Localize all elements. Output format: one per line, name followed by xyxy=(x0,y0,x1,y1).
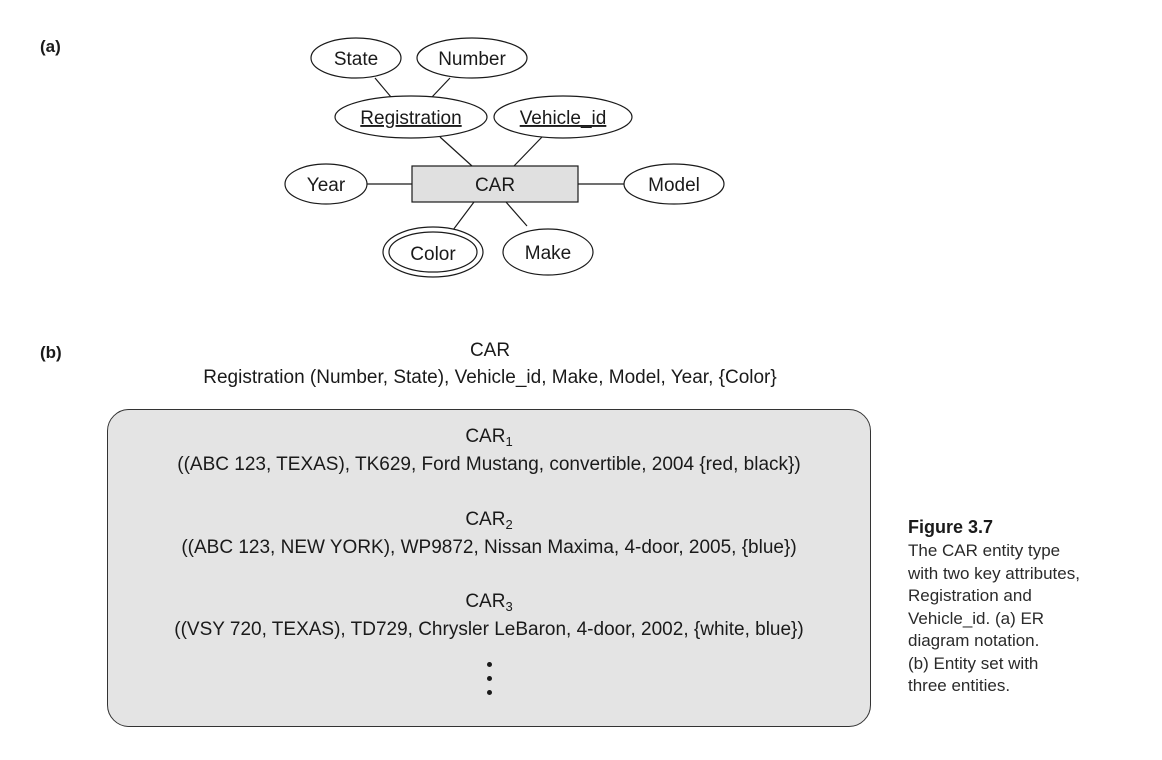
attr-model: Model xyxy=(623,163,725,205)
attr-number: Number xyxy=(416,37,528,79)
svg-text:Color: Color xyxy=(410,244,456,265)
part-b-label: (b) xyxy=(40,343,62,362)
make-to-car-line xyxy=(505,201,528,227)
entity-set-box: CAR1 ((ABC 123, TEXAS), TK629, Ford Must… xyxy=(107,409,871,727)
color-to-car-line xyxy=(452,201,475,231)
caption-line: (b) Entity set with xyxy=(908,653,1039,673)
state-to-registration-line xyxy=(374,77,392,98)
entity-3-name: CAR3 xyxy=(465,591,513,614)
svg-text:State: State xyxy=(334,49,378,70)
caption-line: Vehicle_id. (a) ER xyxy=(908,608,1045,628)
caption-line: with two key attributes, xyxy=(908,563,1080,583)
caption-line: The CAR entity type xyxy=(908,541,1061,560)
svg-text:Model: Model xyxy=(648,175,700,196)
attr-color-multivalued: Color xyxy=(382,226,484,278)
svg-text:Year: Year xyxy=(307,175,346,196)
caption-line: diagram notation. xyxy=(908,631,1040,650)
registration-to-car-line xyxy=(439,136,473,167)
svg-text:Make: Make xyxy=(525,243,571,264)
caption-text: The CAR entity type with two key attribu… xyxy=(908,540,1148,698)
entity-1-name: CAR1 xyxy=(465,426,513,449)
svg-text:CAR: CAR xyxy=(475,175,515,196)
schema-name: CAR xyxy=(469,340,511,361)
figure-caption: Figure 3.7 The CAR entity type with two … xyxy=(908,517,1148,698)
attr-registration-key: Registration xyxy=(334,95,488,139)
attr-make: Make xyxy=(502,228,594,276)
vehicle-id-to-car-line xyxy=(513,136,543,167)
caption-line: Registration and xyxy=(908,586,1032,605)
part-a-label: (a) xyxy=(40,37,61,56)
caption-line: three entities. xyxy=(908,676,1011,695)
svg-text:Vehicle_id: Vehicle_id xyxy=(520,108,607,129)
svg-text:Number: Number xyxy=(438,49,506,70)
more-entities-ellipsis xyxy=(108,662,870,704)
er-diagram: State Number Registration Vehicle_id Yea… xyxy=(284,37,725,278)
entity-1-values: ((ABC 123, TEXAS), TK629, Ford Mustang, … xyxy=(177,454,801,475)
entity-3-values: ((VSY 720, TEXAS), TD729, Chrysler LeBar… xyxy=(174,619,804,640)
entity-2-name: CAR2 xyxy=(465,509,513,532)
number-to-registration-line xyxy=(431,77,451,98)
entity-car: CAR xyxy=(411,165,579,203)
schema-attributes: Registration (Number, State), Vehicle_id… xyxy=(203,367,777,388)
caption-title: Figure 3.7 xyxy=(908,517,994,537)
svg-text:Registration: Registration xyxy=(360,108,461,129)
entity-2-values: ((ABC 123, NEW YORK), WP9872, Nissan Max… xyxy=(181,537,797,558)
attr-year: Year xyxy=(284,163,368,205)
attr-vehicle-id-key: Vehicle_id xyxy=(493,95,633,139)
attr-state: State xyxy=(310,37,402,79)
